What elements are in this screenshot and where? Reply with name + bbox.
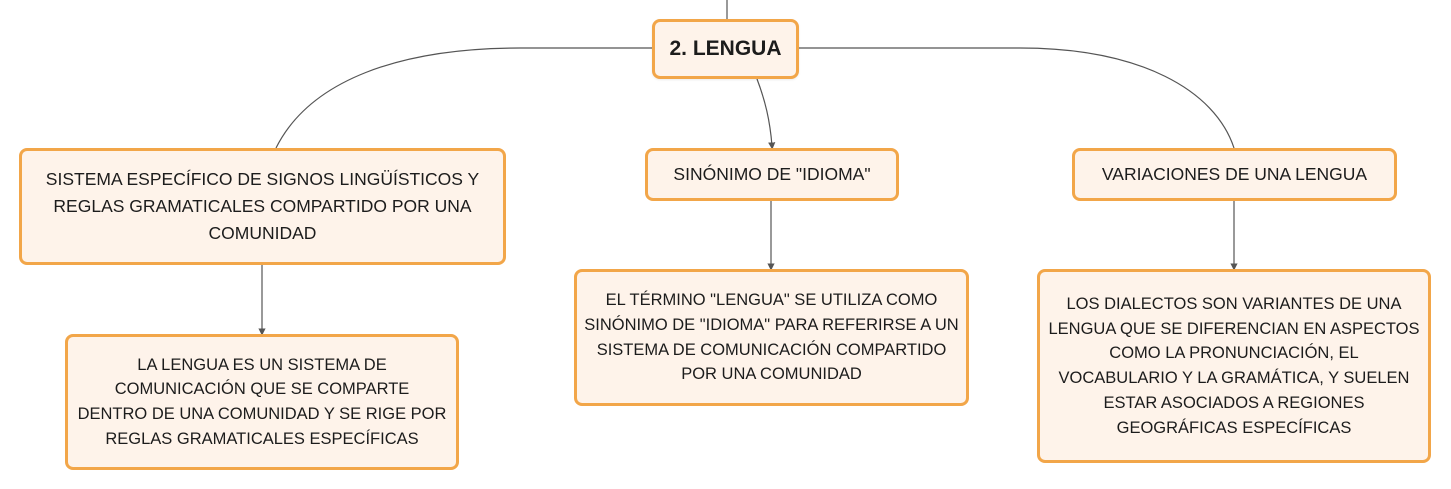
central-topic-label: 2. LENGUA bbox=[669, 36, 782, 60]
child-node-sistema[interactable]: LA LENGUA ES UN SISTEMA DE COMUNICACIÓN … bbox=[65, 334, 459, 470]
child-label: LOS DIALECTOS SON VARIANTES DE UNA LENGU… bbox=[1048, 294, 1420, 437]
connector-central-to-branch-1 bbox=[275, 47, 652, 149]
child-label: LA LENGUA ES UN SISTEMA DE COMUNICACIÓN … bbox=[77, 355, 447, 448]
branch-node-sinonimo[interactable]: SINÓNIMO DE "IDIOMA" bbox=[645, 148, 899, 201]
branch-label: VARIACIONES DE UNA LENGUA bbox=[1101, 163, 1368, 184]
child-node-sinonimo[interactable]: EL TÉRMINO "LENGUA" SE UTILIZA COMO SINÓ… bbox=[574, 269, 969, 406]
branch-node-variaciones[interactable]: VARIACIONES DE UNA LENGUA bbox=[1072, 148, 1397, 201]
branch-node-sistema[interactable]: SISTEMA ESPECÍFICO DE SIGNOS LINGÜÍSTICO… bbox=[19, 148, 506, 265]
child-label: EL TÉRMINO "LENGUA" SE UTILIZA COMO SINÓ… bbox=[584, 291, 959, 384]
connector-central-to-branch-2 bbox=[756, 78, 776, 150]
branch-label: SISTEMA ESPECÍFICO DE SIGNOS LINGÜÍSTICO… bbox=[45, 168, 480, 244]
branch-label: SINÓNIMO DE "IDIOMA" bbox=[673, 163, 871, 184]
connector-central-to-branch-3 bbox=[799, 47, 1235, 149]
child-node-variaciones[interactable]: LOS DIALECTOS SON VARIANTES DE UNA LENGU… bbox=[1037, 269, 1431, 463]
central-topic-node[interactable]: 2. LENGUA bbox=[652, 19, 799, 79]
